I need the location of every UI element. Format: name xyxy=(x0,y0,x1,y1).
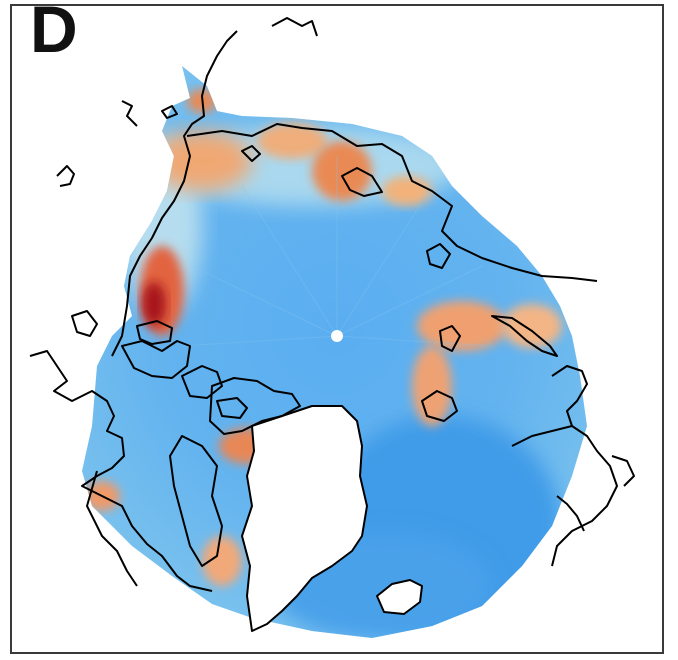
coast-siberia xyxy=(186,123,598,282)
coast-devon xyxy=(216,397,248,419)
coast-bering-islands xyxy=(56,165,75,187)
coast-severnaya-zemlya xyxy=(426,243,451,269)
coast-scandinavia xyxy=(511,425,618,567)
coast-iceland xyxy=(376,579,423,615)
coast-north-america xyxy=(29,350,213,592)
arctic-map xyxy=(29,17,635,638)
hotspot-max xyxy=(142,282,166,326)
coastlines xyxy=(29,17,635,632)
coast-north-fragment xyxy=(271,17,318,37)
hotspot-east-siberian xyxy=(152,131,252,191)
radial-streaks xyxy=(181,156,493,347)
coast-franz-josef xyxy=(439,325,461,352)
coast-ellesmere xyxy=(209,377,301,435)
coast-victoria xyxy=(121,340,191,379)
coast-east-siberian-islands xyxy=(241,145,261,162)
coast-baltic xyxy=(556,495,585,532)
coast-kola xyxy=(551,365,588,427)
coast-banks xyxy=(136,320,173,345)
coast-hudson-bay xyxy=(86,470,138,587)
coast-baffin xyxy=(169,435,223,567)
coast-svalbard xyxy=(421,390,458,422)
coast-chukotka xyxy=(121,100,138,127)
hotspot-kara-east xyxy=(382,176,432,206)
coast-alaska xyxy=(111,30,238,357)
coast-greenland xyxy=(241,405,368,632)
coast-parry xyxy=(181,365,223,399)
hotspot-laptev xyxy=(312,141,372,201)
coast-alaska-west xyxy=(71,310,98,337)
coast-wrangel xyxy=(161,105,178,119)
hotspot-kara xyxy=(412,346,452,426)
hotspot-pechora xyxy=(502,304,562,348)
panel-label: D xyxy=(30,0,78,66)
coast-white-sea xyxy=(611,455,635,487)
north-pole-marker xyxy=(331,330,343,342)
hotspot-barents xyxy=(417,301,507,351)
hotspot-laptev-west xyxy=(257,123,327,159)
hotspot-labrador xyxy=(202,536,242,586)
coast-novaya-zemlya xyxy=(491,315,558,357)
coast-taymyr xyxy=(341,167,383,197)
